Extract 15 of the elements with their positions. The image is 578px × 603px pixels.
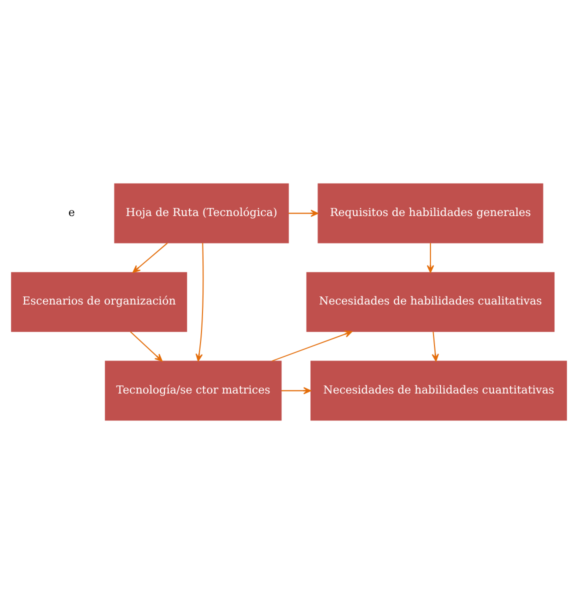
arrow	[272, 330, 352, 362]
arrow	[130, 330, 163, 362]
node-box: Requisitos de habilidades generales	[318, 182, 544, 243]
node-box: Necesidades de habilidades cuantitativas	[310, 360, 567, 420]
arrow	[132, 242, 168, 272]
arrow	[196, 242, 204, 361]
node-box: Tecnología/se ctor matrices	[104, 360, 282, 420]
arrow	[432, 331, 439, 362]
arrow	[426, 242, 434, 272]
arrow	[288, 209, 318, 216]
arrow	[281, 386, 312, 394]
node-box: Necesidades de habilidades cualitativas	[306, 272, 555, 332]
label: e	[68, 205, 75, 218]
node-box: Hoja de Ruta (Tecnológica)	[114, 182, 289, 243]
node-box: Escenarios de organización	[11, 272, 188, 332]
